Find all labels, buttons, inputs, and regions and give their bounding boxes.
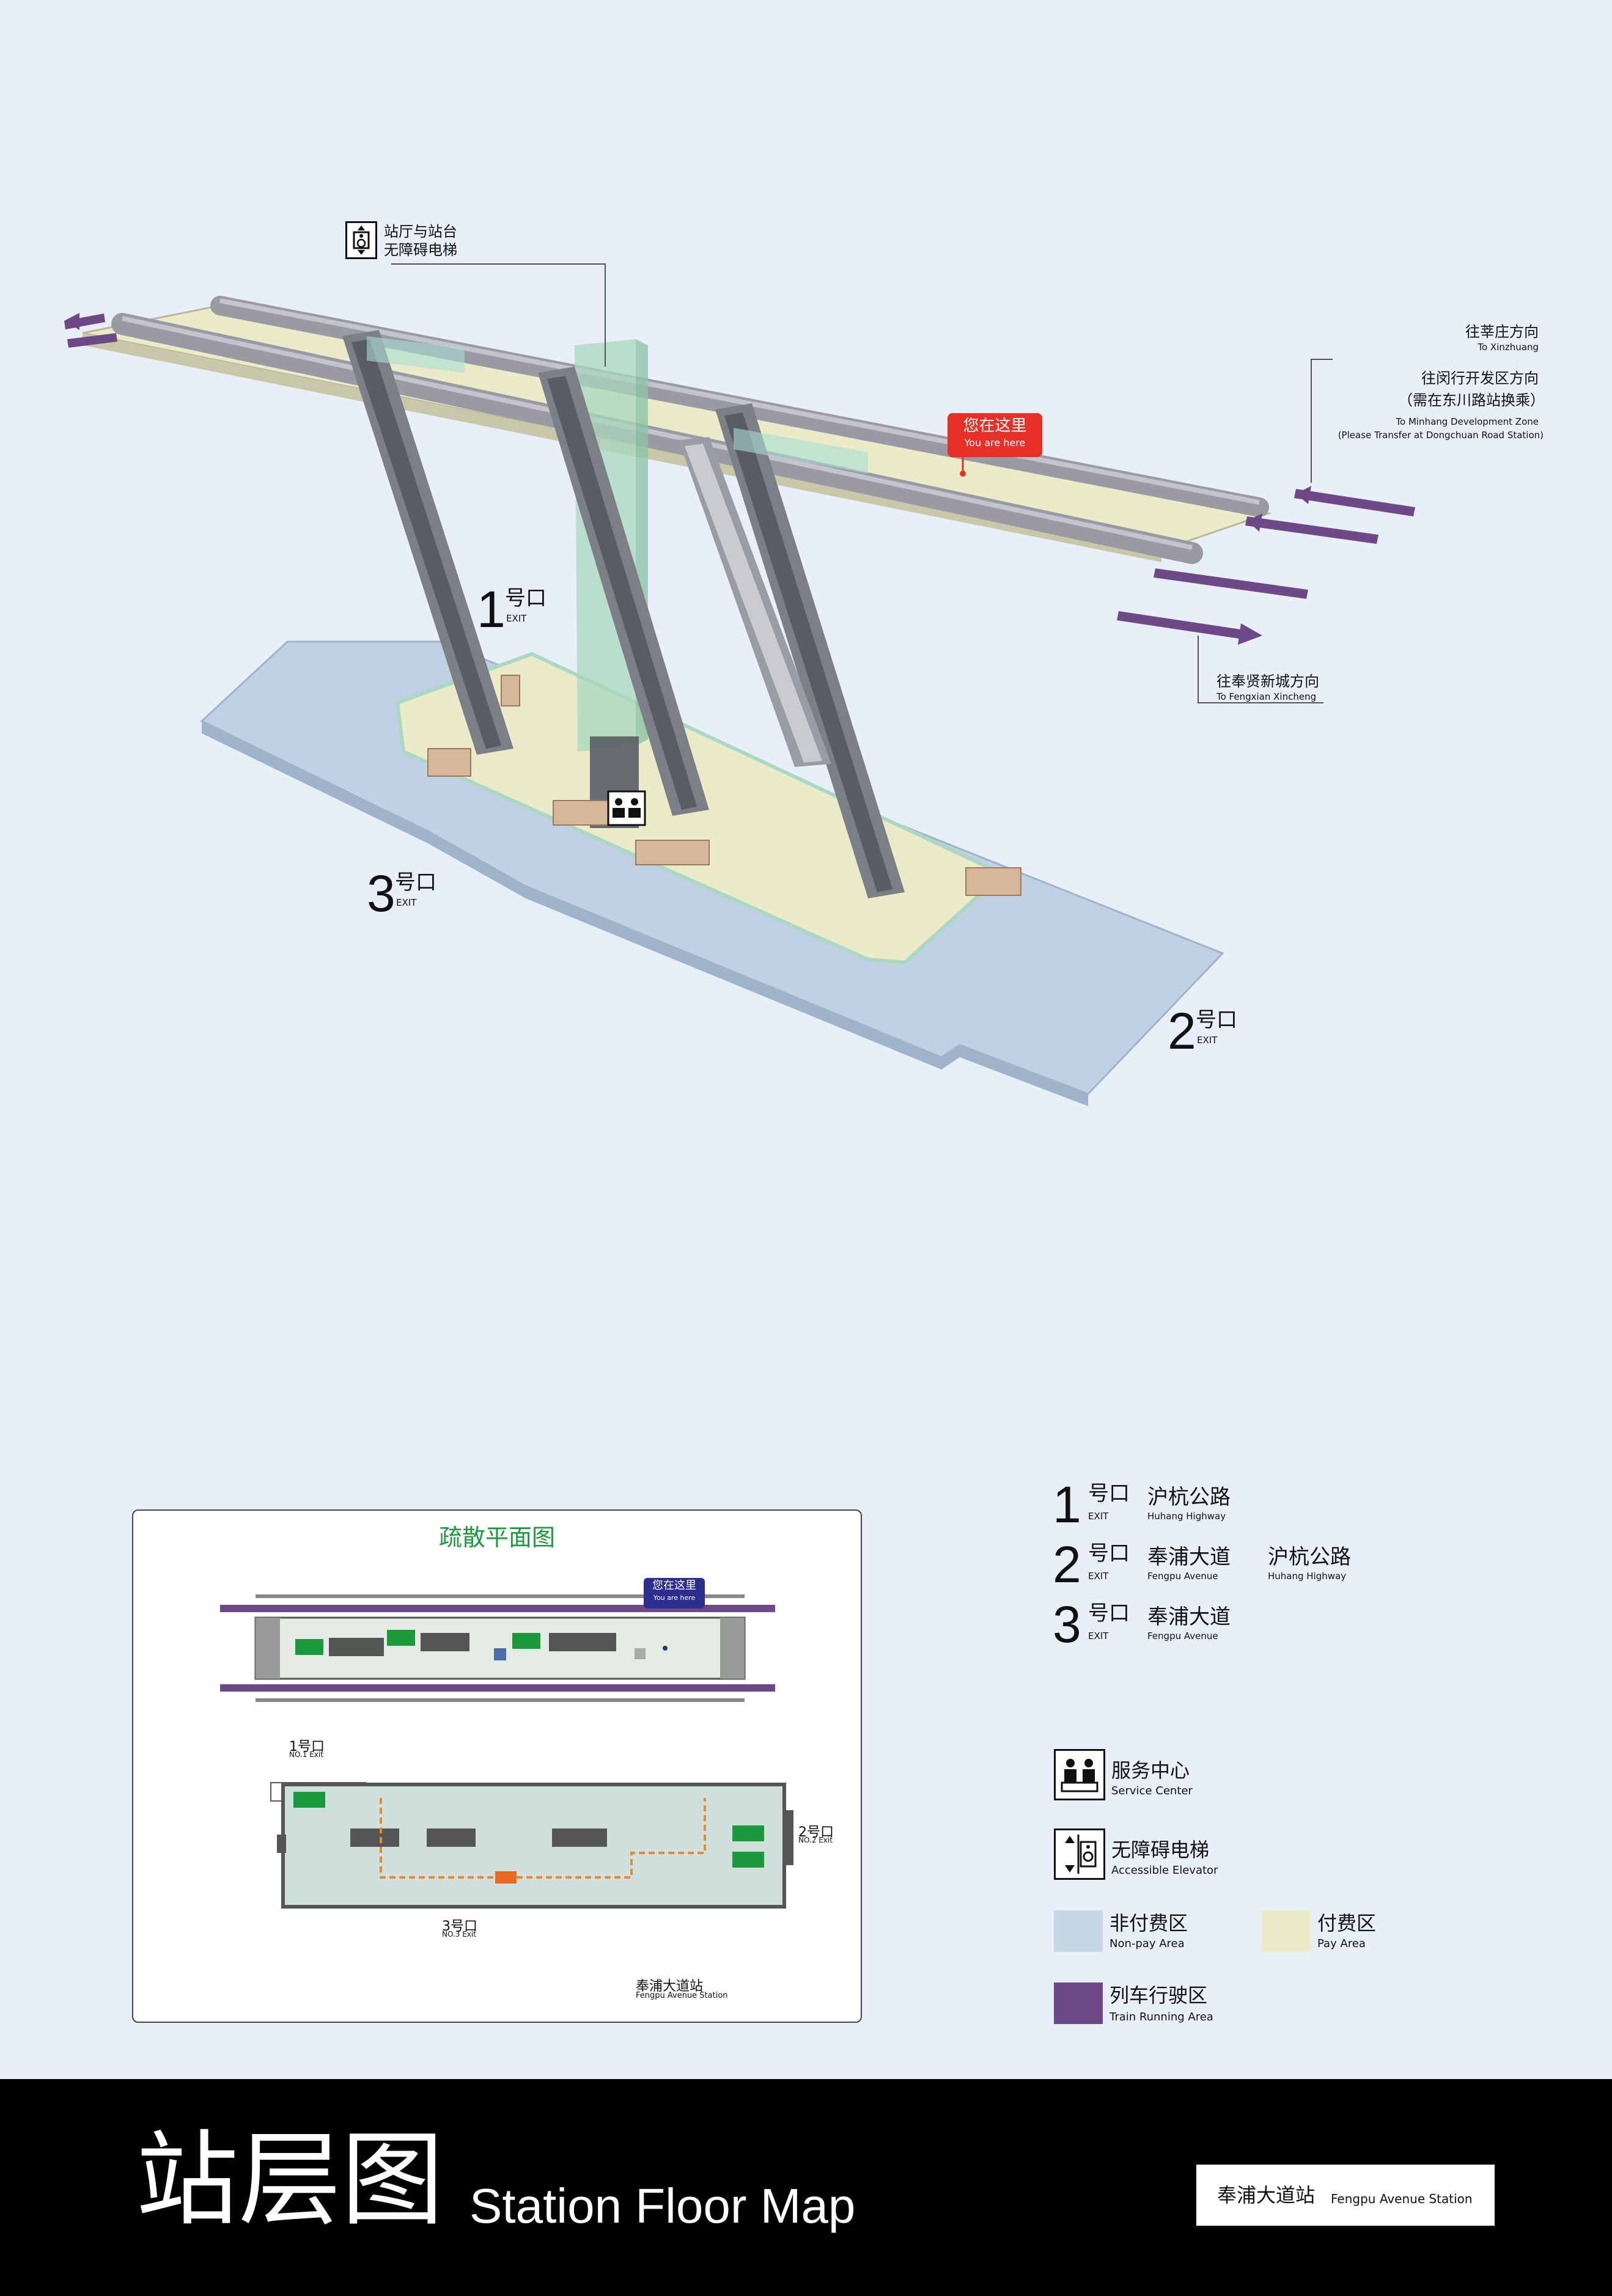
evac-station-en: Fengpu Avenue Station	[636, 1991, 728, 2000]
footer-station-zh: 奉浦大道站	[1217, 2184, 1316, 2207]
direction-leader-line	[1311, 359, 1333, 483]
evacuation-plan-panel: 疏散平面图	[132, 1509, 862, 2023]
evac-you-are-here-marker: 您在这里 You are here	[644, 1578, 705, 1608]
concourse-floor-edge	[202, 721, 1088, 1106]
evac-exit1-zh: 1号口	[289, 1739, 325, 1755]
you-are-here-marker: 您在这里 You are here	[948, 413, 1042, 457]
track-lower	[111, 313, 1203, 564]
service-center-icon	[1054, 1749, 1105, 1800]
footer-station-en: Fengpu Avenue Station	[1331, 2191, 1473, 2206]
evacuation-title: 疏散平面图	[438, 1524, 555, 1551]
direction-fengxian-zh: 往奉贤新城方向	[1216, 673, 1319, 690]
footer-title-en: Station Floor Map	[469, 2179, 856, 2233]
evac-station-zh: 奉浦大道站	[636, 1979, 704, 1994]
evac-exit2-zh: 2号口	[798, 1825, 834, 1840]
evac-exit3-zh: 3号口	[442, 1919, 477, 1934]
evacuation-map	[220, 1594, 793, 1909]
legend-elevator-zh: 无障碍电梯	[1111, 1838, 1210, 1861]
direction-xinzhuang-en: To Xinzhuang	[1478, 342, 1539, 353]
legend-pay-zh: 付费区	[1317, 1912, 1377, 1935]
legend-pay-en: Pay Area	[1317, 1937, 1366, 1950]
direction-xinzhuang-zh: 往莘庄方向	[1465, 323, 1539, 340]
elevator-callout-line2: 无障碍电梯	[384, 241, 457, 259]
escalators	[342, 330, 905, 898]
legend-service-center-en: Service Center	[1111, 1784, 1193, 1797]
legend-elevator-en: Accessible Elevator	[1111, 1864, 1218, 1877]
direction-minhang-en2: (Please Transfer at Dongchuan Road Stati…	[1338, 430, 1544, 441]
legend-train-zh: 列车行驶区	[1110, 1984, 1208, 2007]
elevator-callout-line	[391, 263, 606, 367]
fare-gates	[427, 675, 1021, 896]
direction-minhang-zh: 往闵行开发区方向	[1421, 370, 1539, 387]
legend-train-en: Train Running Area	[1110, 2011, 1213, 2023]
platform-glass-walls	[367, 336, 465, 373]
legend-train-swatch	[1054, 1982, 1103, 2024]
direction-fengxian-en: To Fengxian Xincheng	[1216, 691, 1317, 702]
evac-exit2-en: NO.2 Exit	[798, 1836, 833, 1844]
train-arrows	[64, 313, 1415, 645]
station-3d-diagram	[64, 263, 1415, 1106]
footer-bar: 站层图 Station Floor Map 奉浦大道站 Fengpu Avenu…	[0, 2079, 1612, 2296]
direction-minhang-zh2: （需在东川路站换乘）	[1398, 392, 1545, 409]
exit-list: 1 号口 EXIT 沪杭公路 Huhang Highway 2 号口 EXIT …	[1053, 1476, 1351, 1653]
footer-station-box: 奉浦大道站 Fengpu Avenue Station	[1196, 2165, 1495, 2226]
elevator-callout-line1: 站厅与站台	[384, 223, 457, 240]
legend-non-pay-zh: 非付费区	[1110, 1912, 1188, 1935]
legend-pay-swatch	[1262, 1910, 1311, 1952]
direction-minhang-en: To Minhang Development Zone	[1396, 416, 1539, 427]
evac-exit1-en: NO.1 Exit	[289, 1750, 323, 1759]
legend-accessible-elevator-icon	[1054, 1828, 1105, 1880]
platform-deck	[82, 304, 1272, 551]
legend-non-pay-swatch	[1054, 1910, 1103, 1952]
legend-service-center-zh: 服务中心	[1111, 1759, 1190, 1782]
accessible-elevator-icon	[345, 221, 377, 259]
footer-title-zh: 站层图	[136, 2120, 444, 2240]
evac-exit3-en: NO.3 Exit	[442, 1930, 476, 1938]
legend-non-pay-en: Non-pay Area	[1110, 1937, 1185, 1950]
